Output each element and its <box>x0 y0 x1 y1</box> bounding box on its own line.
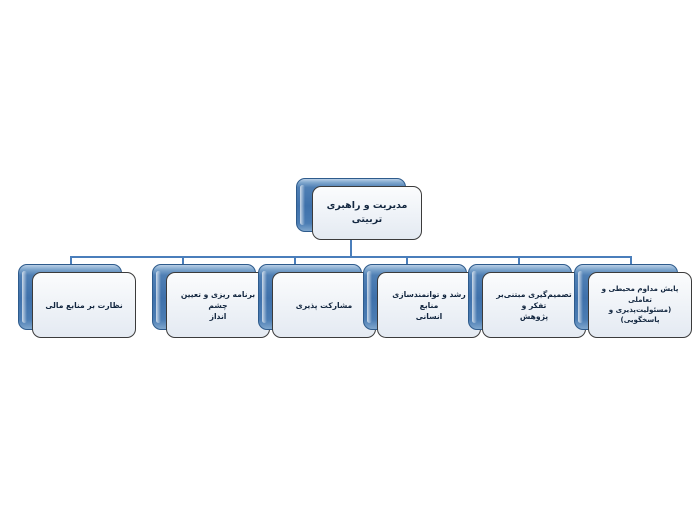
connector-drop-2 <box>294 256 296 266</box>
connector-drop-3 <box>406 256 408 266</box>
node-child-0-front-card: نظارت بر منابع مالی <box>32 272 136 338</box>
connector-drop-4 <box>518 256 520 266</box>
node-child-3-label: رشد و توانمندسازی منابع انسانی <box>392 289 466 321</box>
node-child-1-label: برنامه ریزی و تعیین چشم انداز <box>180 289 256 321</box>
node-child-5[interactable]: پایش مداوم محیطی و تعاملی (مسئولیت‌پذیری… <box>574 264 692 338</box>
node-root-label: مدیریت و راهبری تربیتی <box>326 200 408 225</box>
connector-drop-5 <box>630 256 632 266</box>
node-child-3-front-card: رشد و توانمندسازی منابع انسانی <box>377 272 481 338</box>
node-child-3[interactable]: رشد و توانمندسازی منابع انسانی <box>363 264 481 338</box>
node-child-2[interactable]: مشارکت پذیری <box>258 264 376 338</box>
node-child-2-front-card: مشارکت پذیری <box>272 272 376 338</box>
node-child-2-label: مشارکت پذیری <box>295 300 353 310</box>
node-child-4-front-card: تصمیم‌گیری مبتنی‌بر تفکر و پژوهش <box>482 272 586 338</box>
connector-drop-1 <box>182 256 184 266</box>
node-child-1-front-card: برنامه ریزی و تعیین چشم انداز <box>166 272 270 338</box>
node-child-0-label: نظارت بر منابع مالی <box>45 300 123 310</box>
connector-root-stem <box>350 232 352 256</box>
connector-horizontal-bus <box>70 256 630 258</box>
node-child-5-front-card: پایش مداوم محیطی و تعاملی (مسئولیت‌پذیری… <box>588 272 692 338</box>
connector-drop-0 <box>70 256 72 266</box>
node-child-4[interactable]: تصمیم‌گیری مبتنی‌بر تفکر و پژوهش <box>468 264 586 338</box>
node-root-front-card: مدیریت و راهبری تربیتی <box>312 186 422 240</box>
node-child-1[interactable]: برنامه ریزی و تعیین چشم انداز <box>152 264 270 338</box>
node-root[interactable]: مدیریت و راهبری تربیتی <box>296 178 422 240</box>
node-child-5-label: پایش مداوم محیطی و تعاملی (مسئولیت‌پذیری… <box>601 284 679 325</box>
node-child-4-label: تصمیم‌گیری مبتنی‌بر تفکر و پژوهش <box>496 289 572 321</box>
node-child-0[interactable]: نظارت بر منابع مالی <box>18 264 136 338</box>
